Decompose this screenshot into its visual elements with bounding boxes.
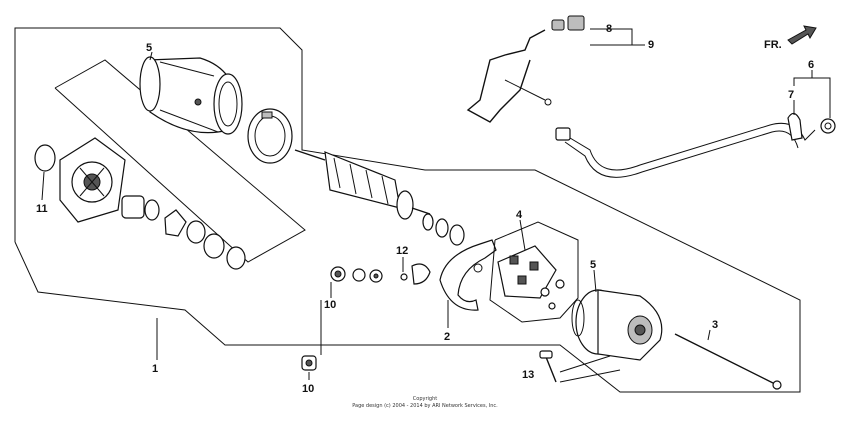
armature <box>294 149 431 220</box>
assembly-bracket-outline <box>14 27 801 393</box>
callout-13: 13 <box>522 369 534 381</box>
callout-7: 7 <box>788 89 794 101</box>
leader-lines <box>41 28 831 383</box>
callout-1: 1 <box>152 363 158 375</box>
brush-holder <box>489 221 579 323</box>
callout-2: 2 <box>444 331 450 343</box>
armature-ring <box>247 108 293 164</box>
callout-11: 11 <box>36 203 48 215</box>
callout-3: 3 <box>712 319 718 331</box>
copyright-line-2: Page design (c) 2004 - 2014 by ARI Netwo… <box>352 403 498 409</box>
copyright-line-1: Copyright <box>412 396 438 402</box>
through-bolt <box>674 333 782 390</box>
callout-5-upper: 5 <box>146 42 152 54</box>
callout-10-upper: 10 <box>324 299 336 311</box>
callout-12: 12 <box>396 245 408 257</box>
front-bearing-washers <box>121 195 246 270</box>
rear-cover <box>571 289 663 361</box>
front-direction-label: FR. <box>764 39 782 51</box>
callout-6: 6 <box>808 59 814 71</box>
front-cover <box>59 137 126 223</box>
battery-cable <box>555 112 836 178</box>
brush-plate <box>439 239 497 311</box>
front-cover-bracket <box>54 59 306 263</box>
mounting-bolt <box>539 350 557 383</box>
o-ring-11 <box>34 144 56 172</box>
thrust-washers <box>422 213 465 246</box>
terminal-nut-lower <box>301 355 317 371</box>
starter-cable-upper <box>466 15 585 123</box>
callout-10-lower: 10 <box>302 383 314 395</box>
front-direction-arrow <box>787 25 817 45</box>
callout-9: 9 <box>648 39 654 51</box>
callout-5-lower: 5 <box>590 259 596 271</box>
motor-yoke <box>139 56 243 135</box>
callout-4: 4 <box>516 209 523 221</box>
callout-8: 8 <box>606 23 612 35</box>
terminal-nuts-washers <box>330 263 431 285</box>
